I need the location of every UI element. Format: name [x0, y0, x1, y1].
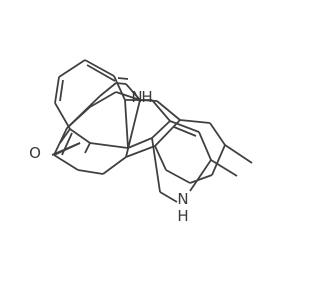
bond	[125, 99, 141, 158]
bond	[51, 142, 81, 156]
bond	[59, 128, 71, 144]
bond	[59, 79, 64, 102]
bonds	[51, 77, 253, 184]
bond	[159, 191, 178, 203]
bond	[86, 64, 116, 82]
indole-n-label: N	[131, 88, 142, 106]
bond	[77, 169, 104, 175]
bond	[209, 122, 226, 146]
bond	[165, 169, 191, 184]
bond	[99, 82, 117, 97]
oxygen-label: O	[29, 144, 41, 162]
bond	[54, 76, 60, 104]
amine-n-label: N	[177, 190, 188, 208]
bond	[189, 159, 212, 192]
bond	[66, 95, 101, 129]
bond	[69, 128, 91, 144]
amine-nh-label: H	[177, 207, 188, 225]
bond	[117, 77, 129, 80]
bond	[84, 142, 91, 154]
bond	[198, 131, 212, 161]
bond	[124, 99, 129, 149]
bond	[151, 99, 171, 122]
skeleton-overlay	[54, 59, 238, 203]
bond	[169, 120, 200, 133]
bond	[154, 145, 167, 171]
bond	[173, 126, 197, 137]
indole-nh-label: H	[141, 88, 152, 106]
bond	[179, 119, 211, 124]
bond	[84, 59, 115, 77]
bond	[89, 142, 129, 149]
bond	[61, 132, 73, 156]
bond	[151, 120, 171, 139]
bond	[127, 137, 153, 149]
bond	[102, 156, 127, 175]
bond	[210, 159, 238, 177]
molecule-canvas: H N O N H	[29, 59, 253, 225]
bond	[189, 174, 213, 184]
bond	[125, 83, 141, 101]
bond	[224, 144, 253, 164]
bond	[125, 145, 156, 158]
bond	[58, 59, 86, 78]
bond	[113, 75, 126, 101]
bond	[211, 144, 226, 176]
bond	[156, 100, 181, 121]
structure-diagram: H N O N H	[29, 59, 253, 225]
bond	[151, 137, 161, 193]
bond	[115, 91, 141, 101]
bond	[154, 119, 181, 147]
bond	[53, 154, 79, 171]
bond	[54, 102, 71, 130]
bond	[89, 91, 117, 108]
